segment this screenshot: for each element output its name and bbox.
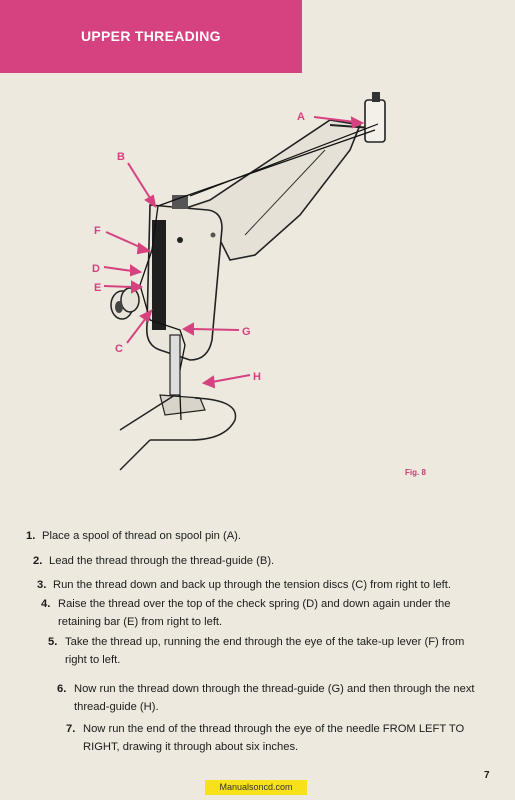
step-text: Place a spool of thread on spool pin (A)… (42, 530, 242, 542)
thread-path (139, 129, 376, 406)
bed-edge (119, 439, 151, 471)
machine-arm (178, 119, 362, 261)
sewing-machine-diagram: A B F D E C G H (92, 92, 386, 471)
step-text: Run the thread down and back up through … (53, 579, 451, 591)
step-text: Now run the end of the thread through th… (83, 723, 465, 735)
tension-disc-core (115, 301, 123, 313)
step-text-continued: thread-guide (H). (74, 701, 159, 713)
tension-disc-inner (120, 287, 140, 313)
step-number: 4. (41, 598, 51, 610)
arm-shading (244, 149, 326, 236)
step-number: 3. (37, 579, 47, 591)
step-number: 7. (66, 723, 76, 735)
step-text-continued: RIGHT, drawing it through about six inch… (83, 741, 299, 753)
section-title: UPPER THREADING (81, 28, 221, 44)
label-f: F (94, 225, 101, 237)
pointer-arrows (103, 116, 365, 389)
label-e: E (94, 282, 101, 294)
label-d: D (92, 263, 100, 275)
presser-foot (159, 394, 206, 416)
label-a: A (297, 111, 305, 123)
label-h: H (253, 371, 261, 383)
page-number: 7 (484, 770, 490, 781)
spool (364, 99, 386, 143)
label-b: B (117, 151, 125, 163)
step-text: Raise the thread over the top of the che… (58, 598, 451, 610)
section-header-bar: UPPER THREADING (0, 0, 302, 73)
head-screw (177, 237, 183, 243)
step-number: 6. (57, 683, 67, 695)
watermark-link[interactable]: Manualsoncd.com (205, 780, 307, 795)
needle (179, 394, 182, 421)
head-screw-2 (210, 232, 216, 238)
step-number: 5. (48, 636, 58, 648)
thread-upper (189, 123, 379, 197)
top-knob-body (172, 195, 188, 209)
step-text: Lead the thread through the thread-guide… (49, 555, 275, 567)
step-text-continued: right to left. (65, 654, 121, 666)
head-face-plate (152, 220, 166, 330)
step-number: 2. (33, 555, 43, 567)
machine-bed (119, 394, 237, 441)
label-c: C (115, 343, 123, 355)
step-text-continued: retaining bar (E) from right to left. (58, 616, 223, 628)
spool-top (372, 92, 380, 102)
label-g: G (242, 326, 251, 338)
step-text: Take the thread up, running the end thro… (65, 636, 465, 648)
step-text: Now run the thread down through the thre… (74, 683, 475, 695)
step-number: 1. (26, 530, 36, 542)
needle-bar (169, 334, 181, 396)
figure-caption: Fig. 8 (405, 468, 426, 477)
